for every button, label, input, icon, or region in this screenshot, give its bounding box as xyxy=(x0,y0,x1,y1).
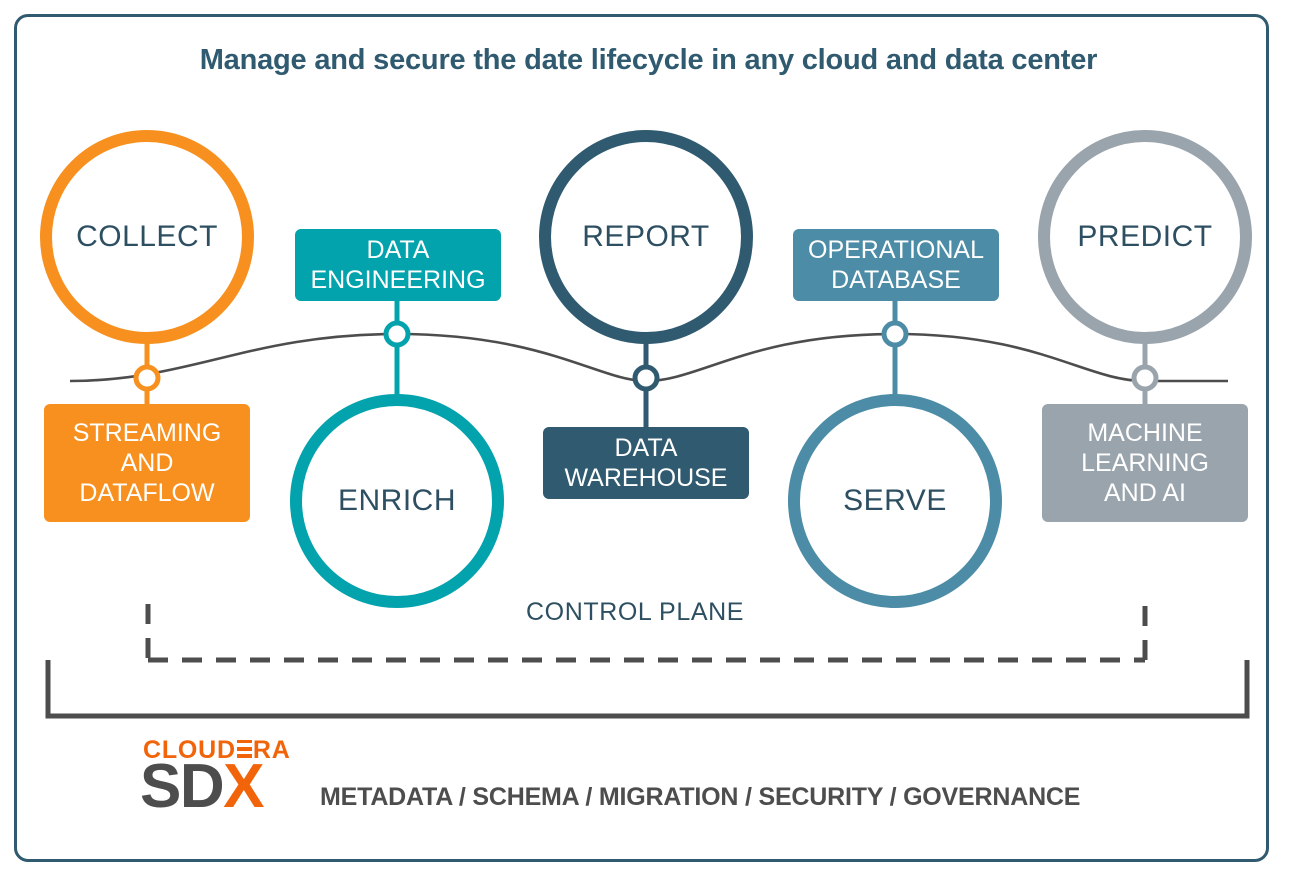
cloudera-wordmark: CLOUD RA xyxy=(143,736,291,765)
box-machine-learning-and-ai: MACHINE LEARNING AND AI xyxy=(1042,404,1248,522)
circle-label-predict: PREDICT xyxy=(1077,220,1213,253)
circle-predict xyxy=(1038,130,1252,344)
circle-report xyxy=(539,130,753,344)
box-data-warehouse: DATA WAREHOUSE xyxy=(543,427,749,499)
circle-label-report: REPORT xyxy=(582,220,710,253)
node-report xyxy=(632,364,660,392)
sdx-wordmark: SDX xyxy=(140,756,264,818)
circle-label-collect: COLLECT xyxy=(76,220,218,253)
control-plane-bracket xyxy=(145,604,1148,663)
sdx-wordmark-x: X xyxy=(223,752,264,821)
cloudera-wordmark-part-1: CLOUD xyxy=(143,736,236,764)
box-streaming-and-dataflow: STREAMING AND DATAFLOW xyxy=(44,404,250,522)
wave-line xyxy=(69,332,1228,383)
circle-label-serve: SERVE xyxy=(843,484,947,517)
node-data-engineering xyxy=(383,320,411,348)
circle-label-enrich: ENRICH xyxy=(337,484,457,517)
node-predict xyxy=(1131,364,1159,392)
sdx-bracket-path xyxy=(45,660,1250,719)
sdx-bracket xyxy=(45,660,1250,719)
sdx-wordmark-sd: SD xyxy=(140,752,225,821)
sdx-tagline: METADATA / SCHEMA / MIGRATION / SECURITY… xyxy=(320,783,1081,811)
node-operational-database xyxy=(881,320,909,348)
cloudera-stylized-e-icon xyxy=(236,740,252,758)
box-operational-database: OPERATIONAL DATABASE xyxy=(793,229,999,301)
circle-serve xyxy=(788,394,1002,608)
control-plane-label: CONTROL PLANE xyxy=(526,598,745,626)
cloudera-wordmark-part-2: RA xyxy=(252,736,291,764)
box-data-engineering: DATA ENGINEERING xyxy=(295,229,501,301)
circle-enrich xyxy=(290,394,504,608)
page-title: Manage and secure the date lifecycle in … xyxy=(199,44,1098,76)
circle-collect xyxy=(40,130,254,344)
node-collect xyxy=(133,364,161,392)
sdx-brand-block: CLOUD RA SDX METADATA / SCHEMA / MIGRATIO… xyxy=(140,736,1190,836)
